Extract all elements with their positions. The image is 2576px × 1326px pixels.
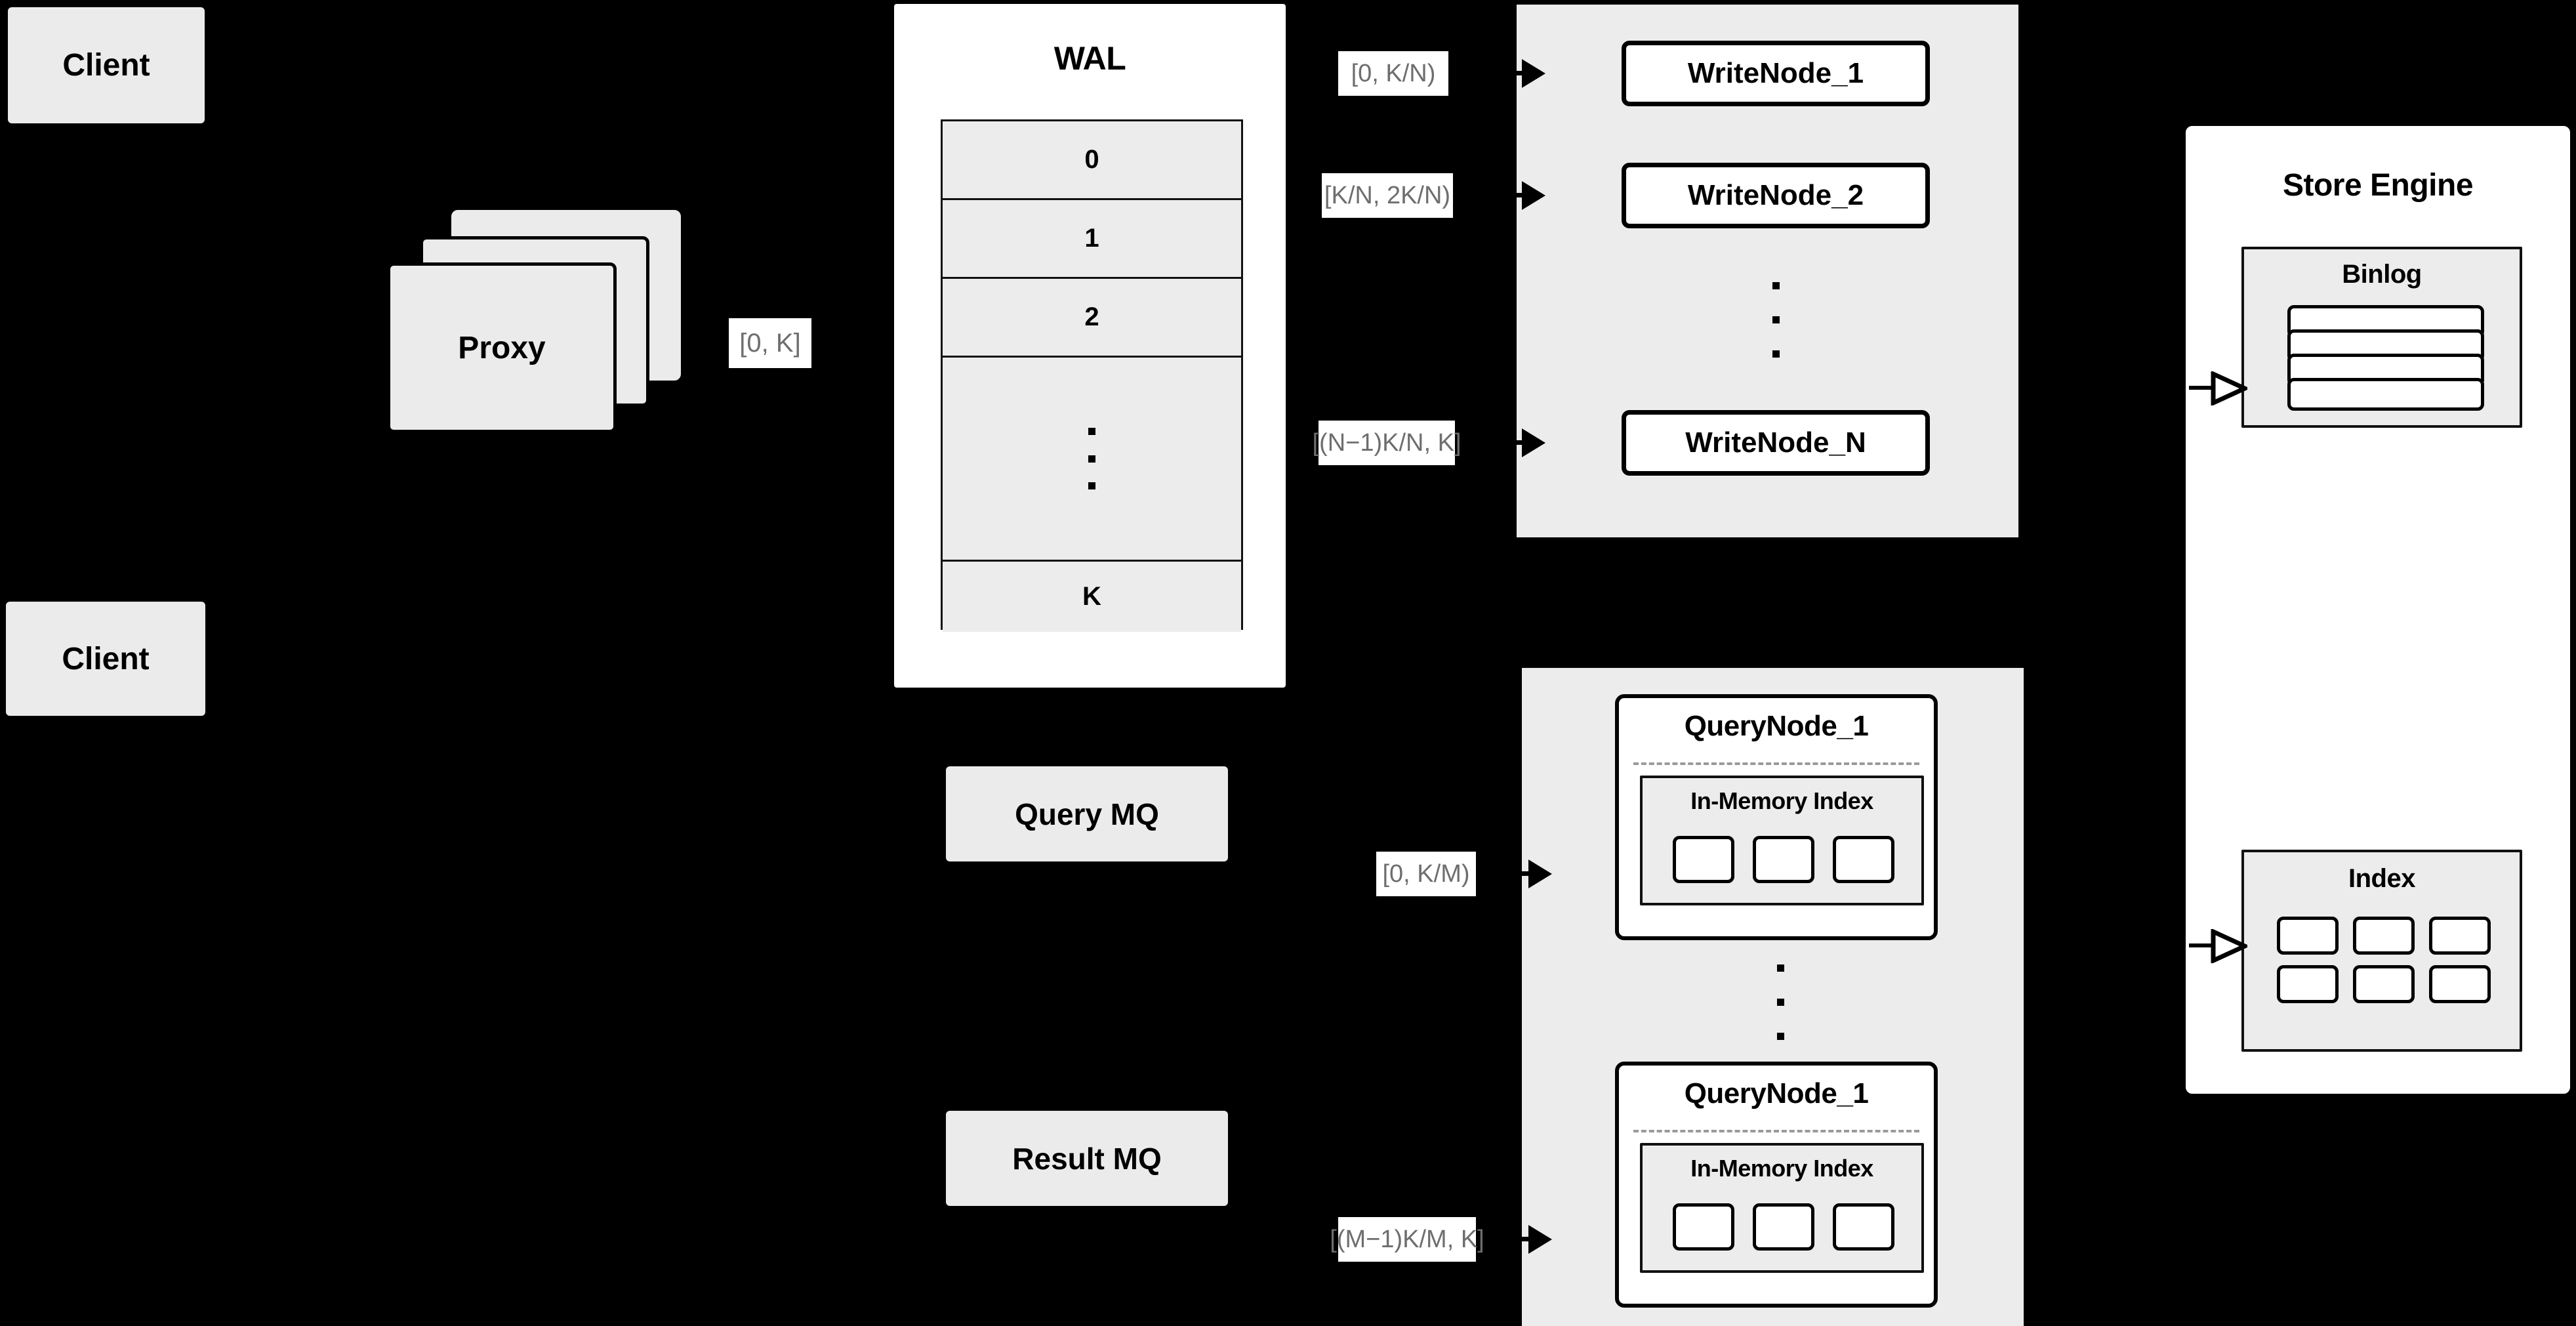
write-node-2[interactable]: WriteNode_2 <box>1622 163 1930 228</box>
binlog-box: Binlog <box>2241 247 2522 428</box>
arrow-line-write-1 <box>1427 71 1522 75</box>
write-node-2-label: WriteNode_2 <box>1687 179 1864 211</box>
arrow-line-write-n <box>1427 440 1522 445</box>
query-cluster-ellipsis <box>1776 964 1784 1040</box>
query-node-m-label: QueryNode_1 <box>1684 1077 1869 1109</box>
index-segment-2[interactable] <box>2353 917 2415 955</box>
store-engine-title: Store Engine <box>2282 168 2474 203</box>
edge-label-proxy-to-wal: [0, K] <box>729 318 811 368</box>
wal-title: WAL <box>1053 40 1126 77</box>
index-box: Index <box>2241 850 2522 1052</box>
proxy-label: Proxy <box>458 330 546 365</box>
arrow-line-query-1 <box>1433 871 1528 876</box>
arrow-head-query-m <box>1528 1225 1552 1254</box>
query-node-m-slot-1[interactable] <box>1673 1203 1734 1251</box>
arrow-head-open-binlog <box>2211 371 2247 405</box>
arrow-head-open-index <box>2211 929 2247 963</box>
result-mq-label: Result MQ <box>1012 1141 1162 1176</box>
binlog-segment-4[interactable] <box>2287 378 2484 411</box>
proxy-card-front[interactable]: Proxy <box>387 262 617 433</box>
arrow-line-to-binlog <box>2189 386 2228 390</box>
query-node-m-divider <box>1633 1130 1919 1132</box>
write-node-n[interactable]: WriteNode_N <box>1622 410 1930 476</box>
arrow-head-query-1 <box>1528 860 1552 888</box>
index-segment-4[interactable] <box>2277 965 2339 1003</box>
arrow-head-write-2 <box>1522 181 1545 210</box>
index-title: Index <box>2348 864 2415 893</box>
query-node-m-imi-label: In-Memory Index <box>1690 1155 1873 1182</box>
client-node-2[interactable]: Client <box>3 599 208 718</box>
index-segment-3[interactable] <box>2429 917 2491 955</box>
query-node-1-imi-label: In-Memory Index <box>1690 787 1873 814</box>
query-node-m-in-memory-index: In-Memory Index <box>1640 1143 1924 1273</box>
edge-label-query-m: [(M−1)K/M, K] <box>1330 1217 1484 1262</box>
arrow-line-to-index <box>2189 943 2228 947</box>
client-2-label: Client <box>62 641 150 676</box>
wal-row-1: 1 <box>943 200 1241 279</box>
binlog-title: Binlog <box>2342 260 2422 289</box>
arrow-line-write-2 <box>1427 193 1522 197</box>
query-node-m-slot-2[interactable] <box>1753 1203 1814 1251</box>
index-segment-5[interactable] <box>2353 965 2415 1003</box>
query-node-m[interactable]: QueryNode_1 In-Memory Index <box>1615 1062 1938 1308</box>
write-node-n-label: WriteNode_N <box>1685 426 1866 459</box>
wal-row-k: K <box>943 562 1241 632</box>
query-node-m-slot-3[interactable] <box>1833 1203 1894 1251</box>
index-segment-1[interactable] <box>2277 917 2339 955</box>
query-node-1-slot-1[interactable] <box>1673 836 1734 883</box>
arrow-head-write-1 <box>1522 59 1545 88</box>
query-node-1-slot-3[interactable] <box>1833 836 1894 883</box>
wal-row-0: 0 <box>943 121 1241 200</box>
wal-table: 0 1 2 K <box>941 119 1243 632</box>
wal-ellipsis-dots <box>1088 428 1095 489</box>
proxy-stack[interactable]: Proxy <box>380 210 681 433</box>
query-node-1-divider <box>1633 762 1919 765</box>
client-node-1[interactable]: Client <box>5 5 207 126</box>
wal-row-ellipsis <box>943 358 1241 562</box>
query-mq-node[interactable]: Query MQ <box>946 766 1228 861</box>
result-mq-node[interactable]: Result MQ <box>946 1111 1228 1206</box>
query-node-1[interactable]: QueryNode_1 In-Memory Index <box>1615 694 1938 940</box>
edge-label-write-1: [0, K/N) <box>1338 51 1448 96</box>
client-1-label: Client <box>62 48 150 83</box>
index-segment-6[interactable] <box>2429 965 2491 1003</box>
arrow-head-write-n <box>1522 428 1545 457</box>
edge-label-write-n: [(N−1)K/N, K] <box>1313 421 1462 465</box>
arrow-line-query-m <box>1433 1237 1528 1241</box>
wal-row-2: 2 <box>943 279 1241 358</box>
edge-label-write-2: [K/N, 2K/N) <box>1322 173 1453 218</box>
query-node-1-slot-2[interactable] <box>1753 836 1814 883</box>
write-cluster-ellipsis <box>1772 282 1780 358</box>
edge-label-query-1: [0, K/M) <box>1376 852 1476 896</box>
write-node-1-label: WriteNode_1 <box>1687 57 1864 89</box>
query-node-1-label: QueryNode_1 <box>1684 710 1869 742</box>
write-node-1[interactable]: WriteNode_1 <box>1622 41 1930 106</box>
query-node-1-in-memory-index: In-Memory Index <box>1640 776 1924 905</box>
query-mq-label: Query MQ <box>1015 797 1159 831</box>
